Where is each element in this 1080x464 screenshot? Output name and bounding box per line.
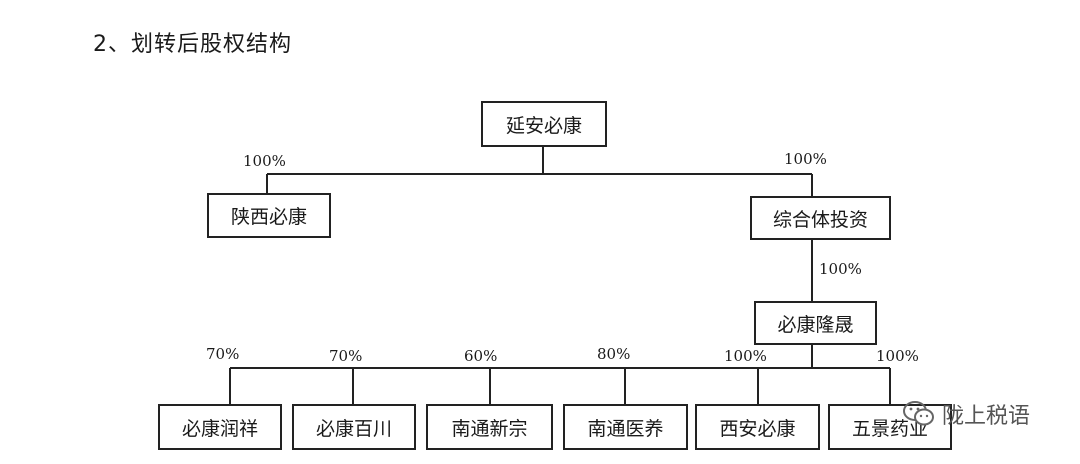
node-label: 综合体投资 [772,208,868,231]
node-label: 陕西必康 [230,206,307,228]
node-subsidiary: 必康润祥 [158,404,282,450]
node-level1: 陕西必康 [207,193,331,238]
percent-label: 70% [206,345,240,363]
node-subsidiary: 必康百川 [292,404,416,450]
node-label: 南通医养 [587,417,664,440]
percent-label: 70% [329,347,363,365]
percent-label: 60% [464,347,498,365]
percent-label: 100% [819,260,862,278]
percent-label: 80% [597,345,631,363]
node-root: 延安必康 [481,101,607,147]
node-label: 西安必康 [719,417,796,440]
percent-label: 100% [784,150,827,168]
percent-label: 100% [243,152,286,170]
percent-label: 100% [724,347,767,365]
wechat-icon [902,400,936,428]
percent-label: 100% [876,347,919,365]
node-label: 五景药业 [851,417,928,440]
node-subsidiary: 南通新宗 [426,404,553,450]
node-label: 必康隆晟 [777,313,854,336]
node-label: 延安必康 [505,114,582,137]
watermark-text: 陇上税语 [942,404,1031,429]
node-label: 必康百川 [315,417,392,440]
node-label: 必康润祥 [181,417,258,440]
watermark: 陇上税语 [902,398,1030,430]
node-subsidiary: 西安必康 [695,404,820,450]
page-title: 2、划转后股权结构 [93,32,292,57]
node-level2: 必康隆晟 [754,301,877,345]
node-subsidiary: 南通医养 [563,404,688,450]
node-label: 南通新宗 [451,417,528,440]
node-level1: 综合体投资 [750,196,891,240]
